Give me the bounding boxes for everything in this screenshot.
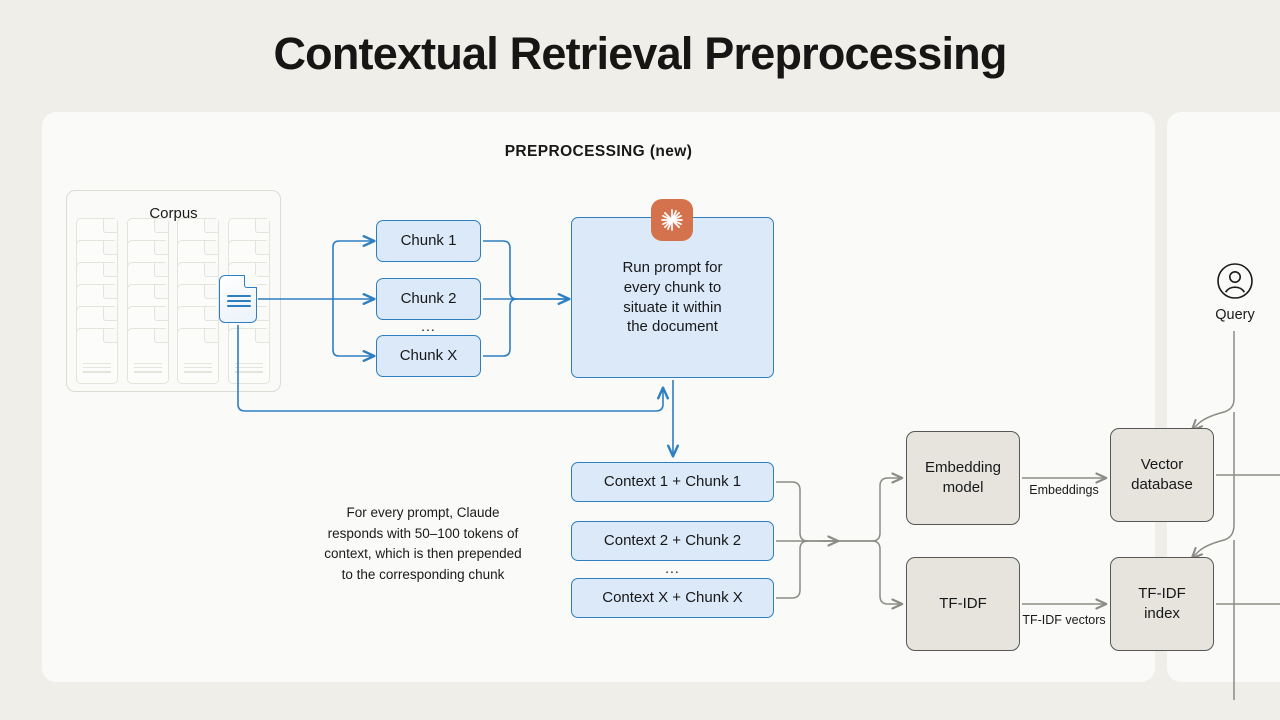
caption-line-4: to the corresponding chunk	[341, 566, 505, 582]
document-lines	[234, 363, 263, 374]
tf-idf-node[interactable]: TF-IDF	[906, 557, 1020, 651]
prompt-line-3: situate it within	[623, 298, 722, 316]
caption-line-2: responds with 50–100 tokens of	[327, 525, 519, 541]
edge-label-embeddings: Embeddings	[1029, 483, 1099, 497]
chunk-1-label: Chunk 1	[400, 232, 457, 250]
section-label-preprocessing: PREPROCESSING (new)	[504, 143, 693, 160]
prompt-instruction-node[interactable]: Run prompt for every chunk to situate it…	[571, 217, 774, 378]
corpus-box	[66, 190, 281, 392]
document-lines	[133, 363, 162, 374]
query-label: Query	[1215, 307, 1255, 323]
corpus-document-grid	[76, 218, 272, 384]
embedding-model-line-2: model	[942, 479, 984, 496]
chunk-1-node[interactable]: Chunk 1	[376, 220, 481, 262]
corpus-title: Corpus	[149, 205, 198, 222]
context-chunk-2-label: Context 2 + Chunk 2	[603, 532, 742, 550]
document-icon	[76, 328, 118, 384]
query-group[interactable]: Query	[1207, 262, 1263, 323]
context-chunks-ellipsis: ...	[665, 560, 680, 576]
chunk-2-label: Chunk 2	[400, 290, 457, 308]
vector-database-line-1: Vector	[1140, 456, 1184, 474]
corpus-doc-column	[126, 218, 171, 384]
chunk-2-node[interactable]: Chunk 2	[376, 278, 481, 320]
chunks-ellipsis: ...	[421, 318, 436, 334]
vector-database-node[interactable]: Vector database	[1110, 428, 1214, 522]
claude-starburst-icon	[651, 199, 693, 241]
active-document-icon[interactable]	[219, 275, 257, 323]
caption-line-3: context, which is then prepended	[324, 546, 522, 562]
corpus-doc-column	[76, 218, 120, 384]
document-lines	[83, 363, 111, 374]
context-chunk-x-label: Context X + Chunk X	[602, 589, 743, 607]
tf-idf-index-line-2: index	[1144, 605, 1180, 622]
document-icon	[126, 328, 169, 384]
prompt-line-2: every chunk to	[623, 278, 722, 296]
tf-idf-index-line-1: TF-IDF	[1138, 585, 1186, 603]
document-lines	[227, 295, 251, 311]
context-chunk-1-node[interactable]: Context 1 + Chunk 1	[571, 462, 774, 502]
user-circle-icon	[1217, 263, 1253, 299]
embedding-model-node[interactable]: Embedding model	[906, 431, 1020, 525]
prompt-caption: For every prompt, Claude responds with 5…	[298, 503, 548, 585]
tf-idf-index-node[interactable]: TF-IDF index	[1110, 557, 1214, 651]
tf-idf-label: TF-IDF	[939, 595, 987, 613]
chunk-x-label: Chunk X	[399, 347, 458, 365]
starburst-glyph	[661, 209, 683, 231]
caption-line-1: For every prompt, Claude	[346, 505, 500, 520]
corpus-doc-column	[177, 218, 221, 384]
chunk-x-node[interactable]: Chunk X	[376, 335, 481, 377]
vector-database-line-2: database	[1131, 476, 1193, 493]
edge-label-tfidf-vectors-line-1: TF-IDF	[1022, 613, 1062, 627]
edge-label-tfidf-vectors-line-2: vectors	[1065, 613, 1106, 627]
document-icon	[177, 328, 220, 384]
context-chunk-2-node[interactable]: Context 2 + Chunk 2	[571, 521, 774, 561]
edge-label-tfidf-vectors: TF-IDF vectors	[1018, 612, 1110, 628]
embedding-model-line-1: Embedding	[925, 459, 1001, 477]
document-lines	[184, 363, 213, 374]
document-icon	[227, 328, 270, 384]
prompt-line-4: the document	[627, 318, 718, 336]
context-chunk-1-label: Context 1 + Chunk 1	[603, 473, 742, 491]
prompt-line-1: Run prompt for	[622, 258, 723, 276]
context-chunk-x-node[interactable]: Context X + Chunk X	[571, 578, 774, 618]
page-title: Contextual Retrieval Preprocessing	[273, 28, 1007, 79]
